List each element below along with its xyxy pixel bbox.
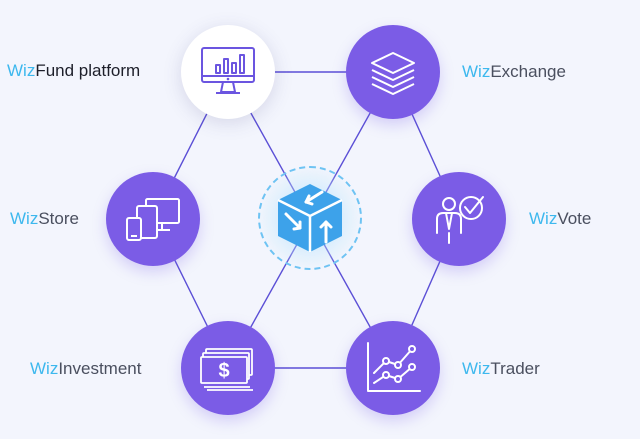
layers-icon <box>371 52 415 95</box>
monitor-chart-icon <box>201 47 255 94</box>
label-vote: WizVote <box>529 209 592 228</box>
node-investment[interactable]: $ <box>181 321 275 415</box>
node-trader[interactable] <box>346 321 440 415</box>
label-investment: WizInvestment <box>30 359 142 378</box>
label-store: WizStore <box>10 209 79 228</box>
line-chart-icon <box>367 342 421 392</box>
cube-arrows-icon <box>270 178 350 263</box>
node-fund-platform[interactable] <box>181 25 275 119</box>
money-stack-icon: $ <box>200 348 253 391</box>
label-fund-platform: WizFund platform <box>7 61 141 80</box>
label-exchange: WizExchange <box>462 62 566 81</box>
node-exchange[interactable] <box>346 25 440 119</box>
person-vote-icon <box>436 196 484 244</box>
node-vote[interactable] <box>412 172 506 266</box>
svg-text:$: $ <box>218 360 229 382</box>
node-store[interactable] <box>106 172 200 266</box>
devices-icon <box>126 198 180 241</box>
label-trader: WizTrader <box>462 359 540 378</box>
